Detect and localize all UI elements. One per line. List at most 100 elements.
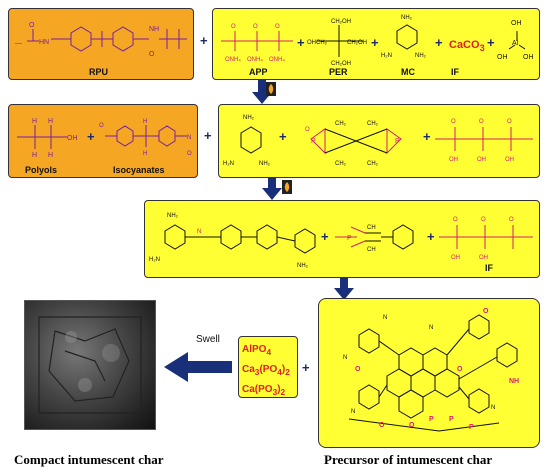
svg-text:NH₂: NH₂ [297,263,309,269]
char-texture [38,316,142,414]
svg-text:O: O [483,308,489,315]
isocyanates-label: Isocyanates [113,165,165,175]
svg-text:NH₂: NH₂ [259,161,271,167]
rpu-label: RPU [89,67,109,77]
app-label: APP [249,67,268,77]
svg-text:O: O [305,127,310,133]
svg-text:H₂N: H₂N [223,161,234,167]
plus-sign: + [279,129,287,144]
svg-text:CH₂: CH₂ [335,161,347,167]
svg-text:P: P [347,235,352,242]
svg-text:O: O [451,119,456,125]
if-label-row3: IF [485,263,493,273]
svg-text:H: H [32,118,37,125]
svg-text:H₂N: H₂N [149,257,160,263]
svg-text:P: P [469,424,474,431]
svg-text:CH₂: CH₂ [367,161,379,167]
if-structure: OH Al OH OH [497,20,534,61]
svg-text:CH₂: CH₂ [335,121,347,127]
svg-text:CH₂OH: CH₂OH [331,19,351,25]
svg-text:NH: NH [149,26,159,33]
melamine-isocyanate-structure: NH₂ H₂N N NH₂ [149,213,316,269]
polyols-structure: H H H H OH [17,118,78,159]
svg-text:CH: CH [367,247,376,253]
svg-text:P: P [395,138,400,145]
down-arrow [334,278,354,300]
svg-text:OH: OH [523,54,534,61]
svg-text:O: O [253,24,258,30]
svg-text:O: O [509,217,514,223]
spirophosphate-structure: O P P CH₂ CH₂ CH₂ CH₂ [305,121,402,167]
svg-text:H: H [143,151,147,157]
flame-icon [282,180,292,194]
svg-text:O: O [355,366,361,373]
svg-text:N: N [343,355,347,361]
svg-text:ONH₄: ONH₄ [247,57,263,63]
svg-text:O: O [507,119,512,125]
svg-text:OH: OH [67,135,78,142]
mc-structure: NH₂ H₂N NH₂ [381,15,427,59]
svg-text:CH₂OH: CH₂OH [347,40,367,46]
svg-text:O: O [187,151,192,157]
plus-sign: + [297,35,305,50]
ca3po42-text: Ca3(PO4)2 [242,364,290,377]
down-arrow [262,178,282,200]
per-structure: CH₂OH OHCH₂ CH₂OH CH₂OH [307,19,367,67]
svg-text:H: H [48,118,53,125]
svg-text:H₂N: H₂N [381,53,392,59]
svg-text:O: O [275,24,280,30]
plus-sign: + [427,229,435,244]
svg-text:N: N [491,405,495,411]
plus-sign: + [423,129,431,144]
plus-sign: + [321,229,329,244]
svg-text:O: O [99,123,104,129]
salts-box: AlPO4 Ca3(PO4)2 Ca(PO3)2 [238,336,298,398]
svg-text:O: O [453,217,458,223]
plus-sign: + [302,360,310,375]
svg-text:OH: OH [477,157,486,163]
svg-text:HN: HN [39,39,49,46]
svg-text:N: N [351,409,355,415]
svg-text:Al: Al [512,40,519,47]
svg-text:O: O [29,22,35,29]
if-label: IF [451,67,459,77]
rpu-structure: — O HN NH O [15,22,187,58]
svg-text:CH: CH [367,225,376,231]
svg-text:NH₂: NH₂ [401,15,413,21]
svg-text:O: O [479,119,484,125]
svg-text:CH₂: CH₂ [367,121,379,127]
svg-text:H: H [143,119,147,125]
svg-text:—: — [15,40,22,47]
svg-text:NH₂: NH₂ [415,53,427,59]
polyols-label: Polyols [25,165,58,175]
plus-sign: + [435,35,443,50]
svg-text:OH: OH [451,255,460,261]
svg-text:NH₂: NH₂ [243,115,255,121]
caption-precursor: Precursor of intumescent char [324,452,493,467]
left-arrow [164,352,232,382]
polyphosphate-structure: O O O OH OH OH [435,119,533,163]
svg-text:NH₂: NH₂ [167,213,179,219]
swell-label: Swell [196,334,220,345]
svg-text:H: H [48,152,53,159]
svg-text:OH: OH [497,54,508,61]
rpu-box: — O HN NH O RPU [8,8,194,80]
plus-sign: + [371,35,379,50]
melamine-structure: NH₂ H₂N NH₂ [223,115,271,167]
svg-text:OH: OH [479,255,488,261]
flame-icon [266,82,276,96]
alpo4-text: AlPO4 [242,344,272,357]
svg-text:OH: OH [505,157,514,163]
precursor-box: O O P P O P O NH O N N N N N [318,298,540,448]
svg-text:O: O [149,51,155,58]
svg-text:O: O [231,24,236,30]
svg-text:P: P [449,416,454,423]
plus-sign: + [200,33,208,48]
svg-text:O: O [481,217,486,223]
mc-label: MC [401,67,415,77]
svg-text:N: N [429,325,433,331]
svg-text:P: P [311,138,316,145]
if-polyphosphate-structure: O O O OH OH [439,217,533,261]
svg-text:N: N [383,315,387,321]
isocyanates-structure: O H H N O [99,119,192,157]
